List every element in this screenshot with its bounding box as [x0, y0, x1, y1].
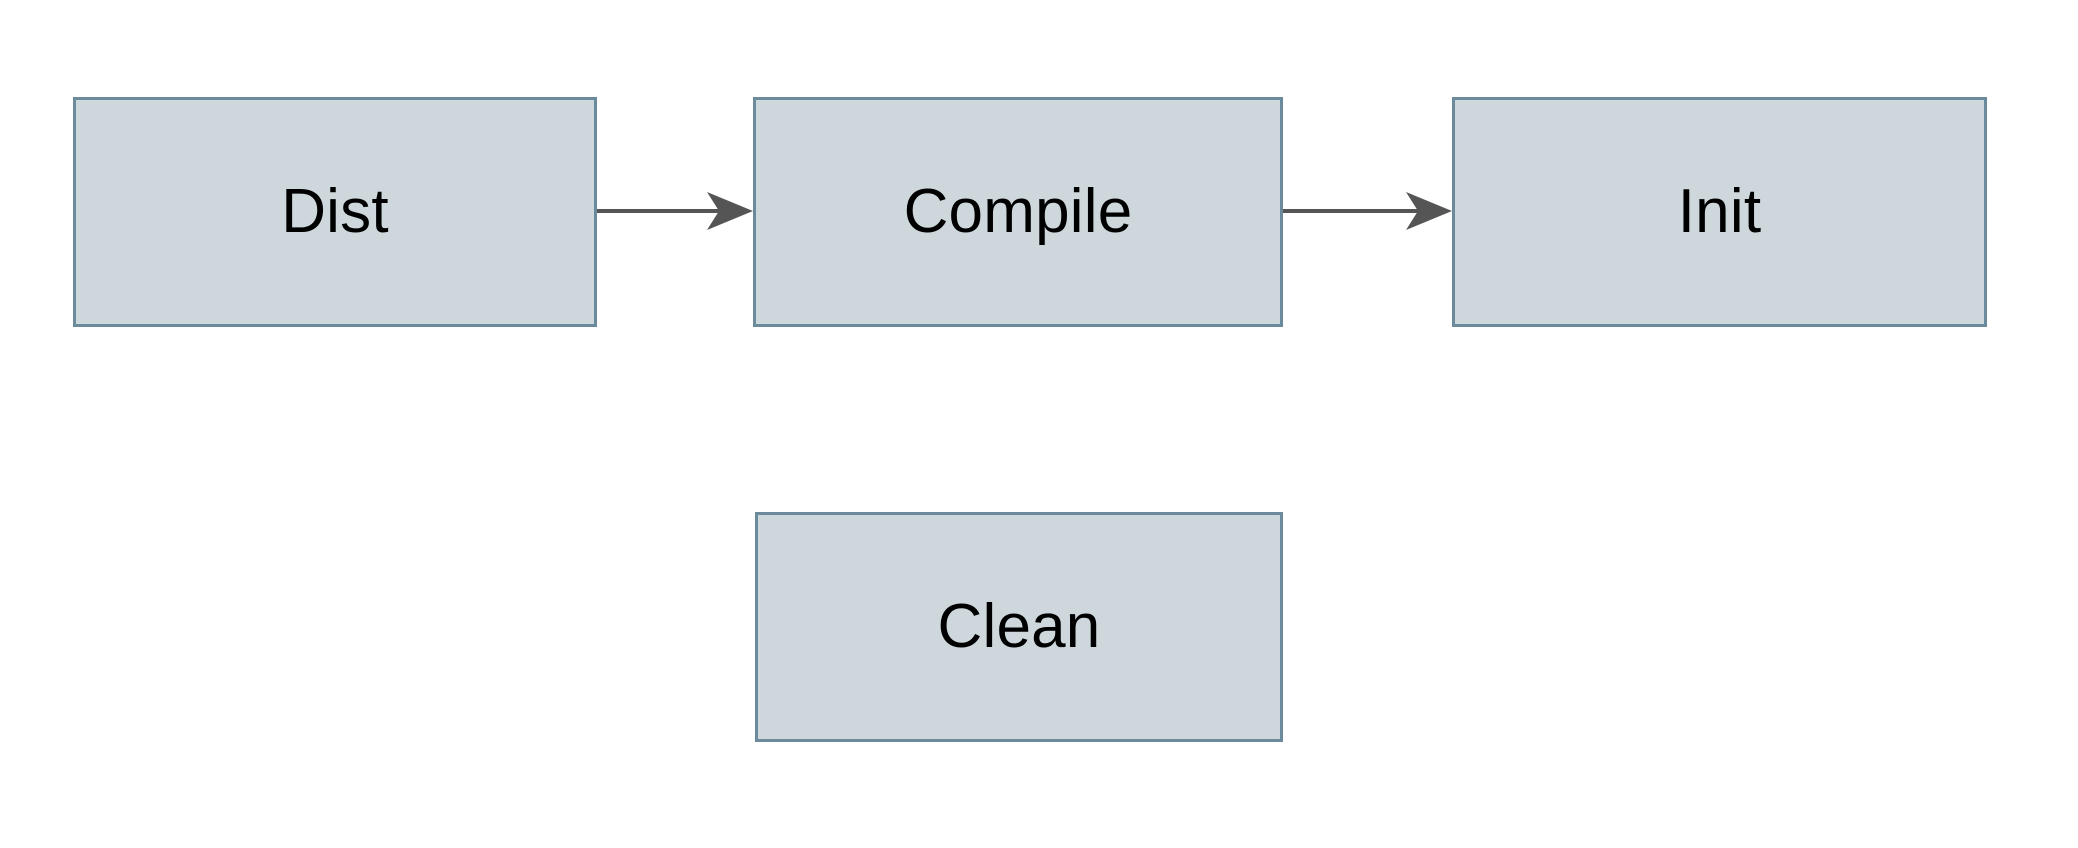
diagram-node-clean[interactable]: Clean: [755, 512, 1283, 742]
diagram-node-dist[interactable]: Dist: [73, 97, 597, 327]
diagram-node-init[interactable]: Init: [1452, 97, 1987, 327]
node-label: Clean: [937, 592, 1101, 661]
node-label: Init: [1677, 177, 1762, 246]
node-label: Dist: [281, 177, 389, 246]
diagram-edge-compile-to-init[interactable]: [1283, 181, 1452, 241]
node-label: Compile: [903, 177, 1133, 246]
diagram-node-compile[interactable]: Compile: [753, 97, 1283, 327]
arrow-right-icon: [1406, 192, 1452, 230]
diagram-edge-dist-to-compile[interactable]: [597, 181, 753, 241]
arrow-right-icon: [707, 192, 753, 230]
